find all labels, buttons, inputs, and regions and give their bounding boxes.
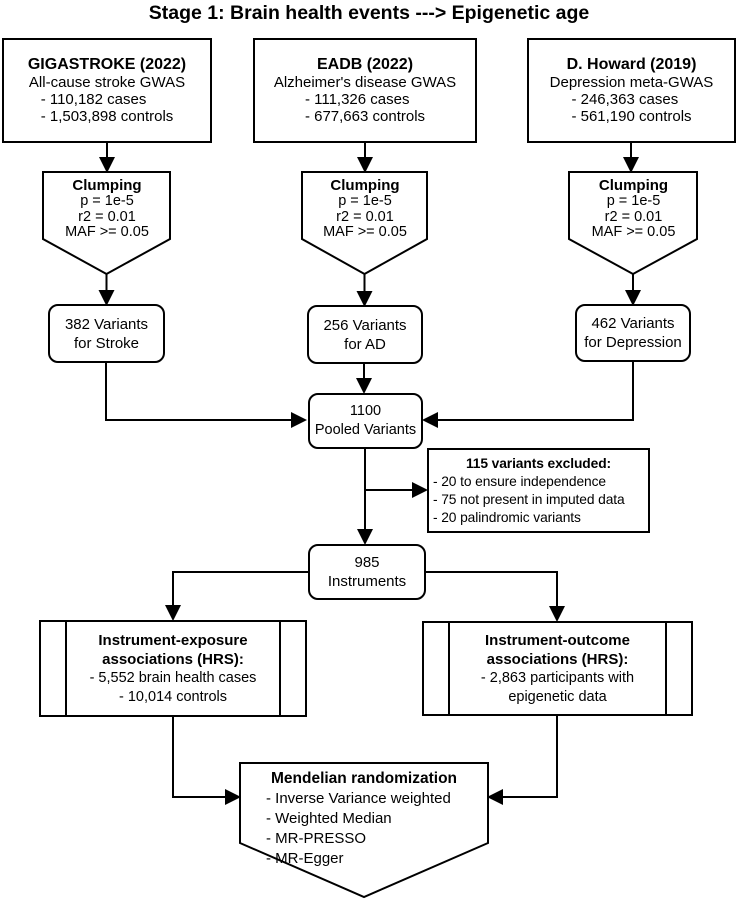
clumping-pvalue: p = 1e-5 bbox=[606, 193, 661, 209]
connector-depression-variants-to-pooled bbox=[422, 362, 634, 428]
mr-method-egger: - MR-Egger bbox=[266, 850, 344, 867]
connector-instruments-to-outcome bbox=[426, 571, 565, 622]
source-cases: - 111,326 cases bbox=[304, 91, 410, 108]
mendelian-randomization-pentagon bbox=[239, 762, 489, 899]
clumping-pvalue: p = 1e-5 bbox=[80, 193, 134, 209]
source-controls: - 1,503,898 controls bbox=[40, 108, 174, 125]
excluded-palindromic: - 20 palindromic variants bbox=[433, 509, 581, 525]
clumping-r2: r2 = 0.01 bbox=[604, 208, 663, 225]
variants-count: 462 Variants bbox=[591, 315, 675, 332]
left-rail bbox=[448, 623, 450, 714]
variants-count: 256 Variants bbox=[323, 316, 407, 334]
source-controls: - 561,190 controls bbox=[571, 108, 692, 125]
clumping-title: Clumping bbox=[598, 177, 669, 194]
excluded-title: 115 variants excluded: bbox=[465, 455, 612, 471]
clumping-pentagon-1 bbox=[42, 171, 171, 276]
mendelian-randomization-label: Mendelian randomization - Inverse Varian… bbox=[242, 768, 486, 869]
variants-label: for Depression bbox=[584, 334, 682, 351]
associations-title: Instrument-exposure bbox=[98, 631, 248, 649]
clumping-pentagon-3 bbox=[568, 171, 698, 276]
variants-label: for Stroke bbox=[73, 334, 140, 352]
excluded-variants-box: 115 variants excluded: - 20 to ensure in… bbox=[427, 448, 650, 533]
connector-stroke-variants-to-pooled bbox=[105, 363, 307, 428]
mr-title: Mendelian randomization bbox=[270, 770, 457, 787]
clumping-pvalue: p = 1e-5 bbox=[338, 193, 392, 209]
source-subtitle: All-cause stroke GWAS bbox=[28, 74, 186, 91]
source-box-howard: D. Howard (2019) Depression meta-GWAS - … bbox=[527, 38, 736, 143]
outcome-associations-box: Instrument-outcome associations (HRS): -… bbox=[422, 621, 693, 716]
pooled-variants-box: 1100 Pooled Variants bbox=[308, 393, 423, 449]
associations-subtitle: associations (HRS): bbox=[486, 650, 629, 668]
associations-controls: - 10,014 controls bbox=[118, 688, 227, 705]
associations-subtitle: associations (HRS): bbox=[102, 650, 244, 668]
clumping-maf: MAF >= 0.05 bbox=[323, 224, 407, 240]
right-rail bbox=[665, 623, 667, 714]
exposure-associations-box: Instrument-exposure associations (HRS): … bbox=[39, 620, 307, 717]
diagram-title: Stage 1: Brain health events ---> Epigen… bbox=[148, 2, 590, 24]
excluded-independence: - 20 to ensure independence bbox=[433, 473, 606, 489]
variants-count: 382 Variants bbox=[64, 315, 149, 333]
source-cases: - 110,182 cases bbox=[40, 91, 147, 108]
source-name: GIGASTROKE (2022) bbox=[27, 56, 187, 73]
clumping-title: Clumping bbox=[72, 177, 142, 194]
mr-method-weighted-median: - Weighted Median bbox=[266, 810, 392, 827]
source-subtitle: Depression meta-GWAS bbox=[549, 74, 714, 91]
clumping-r2: r2 = 0.01 bbox=[78, 208, 136, 225]
instruments-box: 985 Instruments bbox=[308, 544, 426, 600]
connector-exposure-to-mr bbox=[172, 717, 241, 805]
mr-method-ivw: - Inverse Variance weighted bbox=[266, 790, 451, 807]
source-name: EADB (2022) bbox=[316, 56, 414, 73]
left-rail bbox=[65, 622, 67, 715]
right-rail bbox=[279, 622, 281, 715]
source-box-eadb: EADB (2022) Alzheimer's disease GWAS - 1… bbox=[253, 38, 477, 143]
pooled-label: Pooled Variants bbox=[314, 422, 417, 438]
instruments-label: Instruments bbox=[327, 573, 407, 590]
clumping-maf: MAF >= 0.05 bbox=[65, 224, 149, 240]
associations-cases: - 5,552 brain health cases bbox=[89, 669, 257, 686]
mr-method-presso: - MR-PRESSO bbox=[266, 830, 367, 847]
source-box-gigastroke: GIGASTROKE (2022) All-cause stroke GWAS … bbox=[2, 38, 212, 143]
associations-participants: - 2,863 participants with bbox=[480, 669, 635, 686]
clumping-label-1: Clumping p = 1e-5 r2 = 0.01 MAF >= 0.05 bbox=[44, 177, 170, 241]
clumping-label-3: Clumping p = 1e-5 r2 = 0.01 MAF >= 0.05 bbox=[570, 177, 697, 241]
source-controls: - 677,663 controls bbox=[304, 108, 426, 125]
connector-instruments-to-exposure bbox=[165, 571, 308, 621]
variants-box-depression: 462 Variants for Depression bbox=[575, 304, 691, 362]
source-subtitle: Alzheimer's disease GWAS bbox=[273, 74, 457, 91]
source-cases: - 246,363 cases bbox=[571, 91, 679, 108]
clumping-label-2: Clumping p = 1e-5 r2 = 0.01 MAF >= 0.05 bbox=[302, 177, 428, 241]
instruments-count: 985 bbox=[354, 554, 380, 571]
variants-box-ad: 256 Variants for AD bbox=[307, 305, 423, 364]
clumping-pentagon-2 bbox=[301, 171, 428, 276]
associations-title: Instrument-outcome bbox=[484, 631, 630, 649]
clumping-r2: r2 = 0.01 bbox=[336, 208, 394, 225]
clumping-maf: MAF >= 0.05 bbox=[591, 224, 676, 240]
variants-label: for AD bbox=[344, 335, 386, 353]
source-name: D. Howard (2019) bbox=[566, 56, 697, 73]
associations-participants-cont: epigenetic data bbox=[508, 688, 607, 705]
connector-outcome-to-mr bbox=[487, 716, 558, 805]
variants-box-stroke: 382 Variants for Stroke bbox=[48, 304, 165, 363]
clumping-title: Clumping bbox=[330, 177, 400, 194]
excluded-not-imputed: - 75 not present in imputed data bbox=[433, 491, 625, 507]
pooled-count: 1100 bbox=[349, 403, 382, 419]
